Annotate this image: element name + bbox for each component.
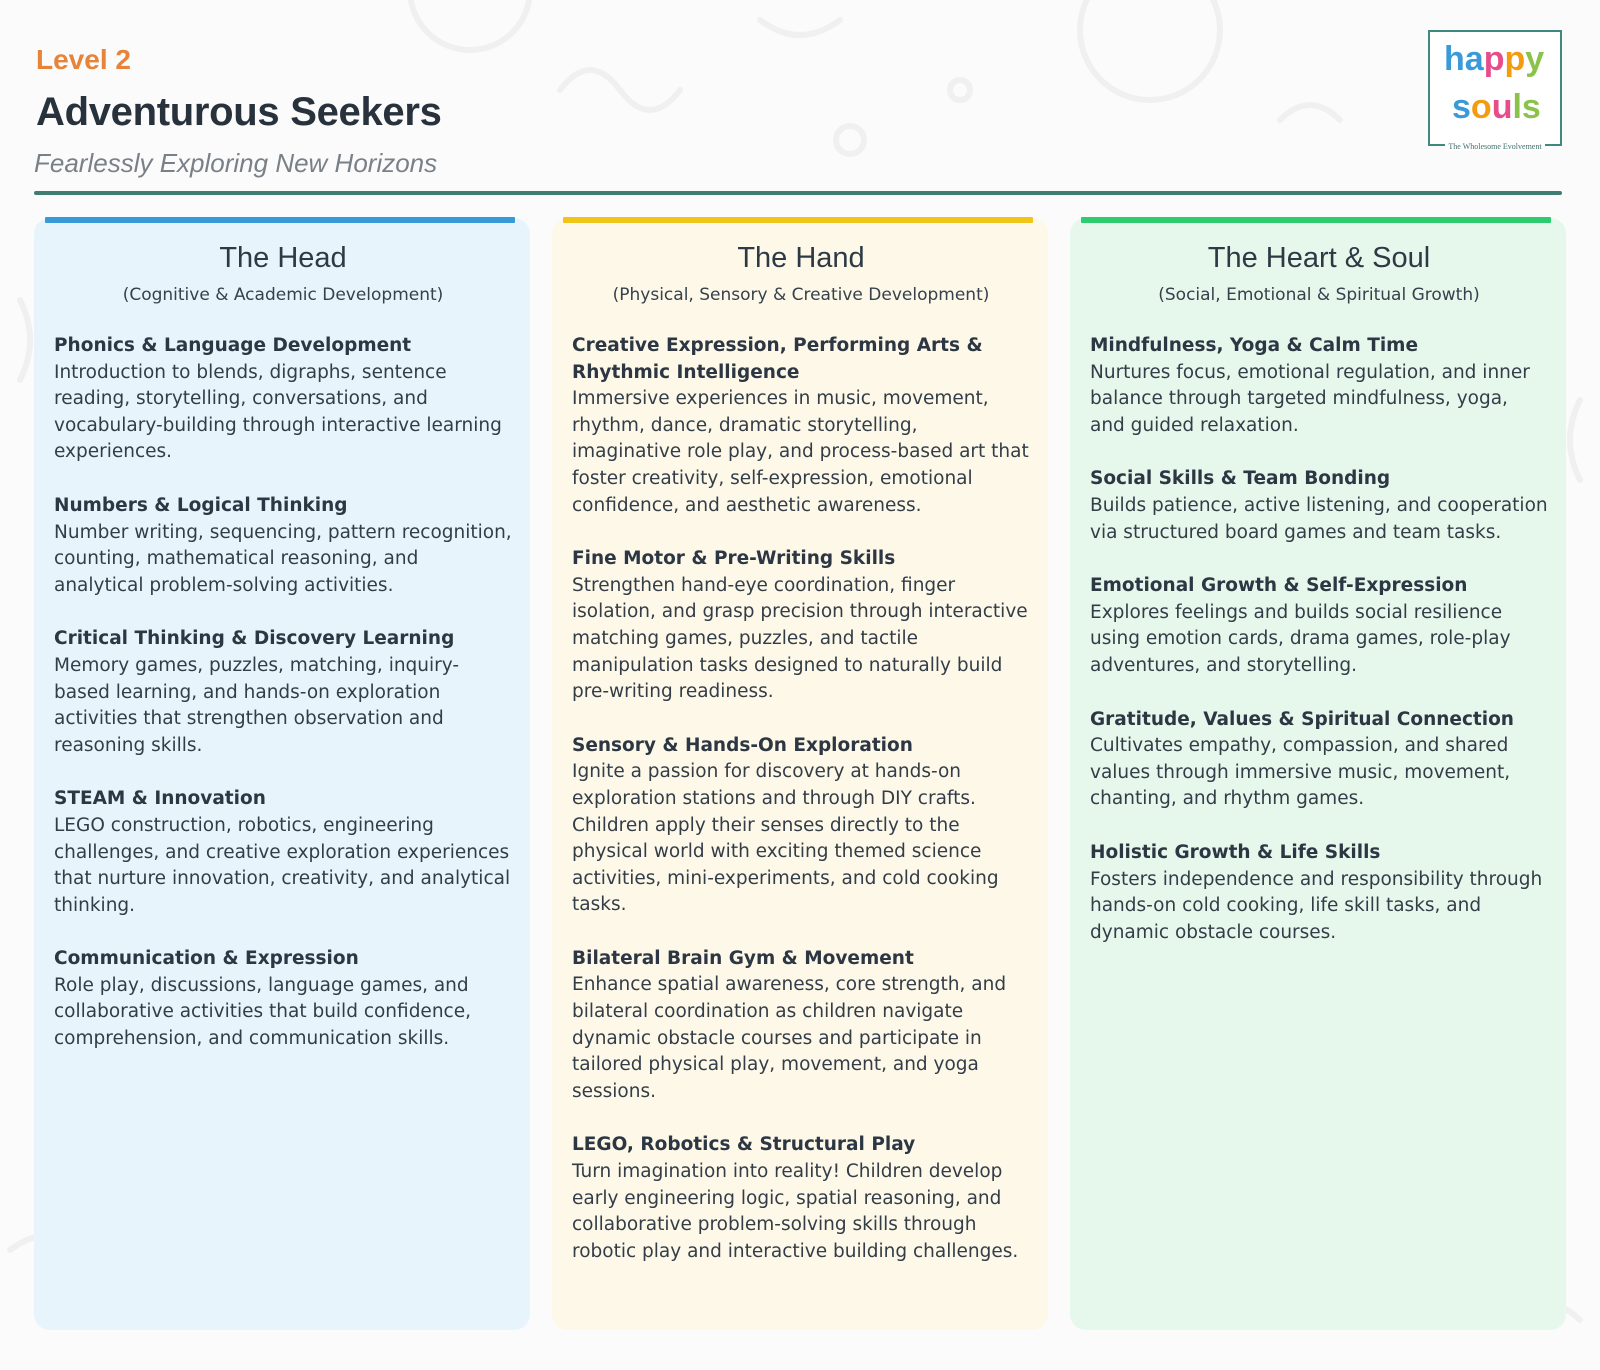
section: Communication & Expression Role play, di…: [54, 946, 512, 1052]
section: Bilateral Brain Gym & Movement Enhance s…: [572, 946, 1030, 1106]
column-title: The Heart & Soul: [1207, 242, 1431, 274]
section: Fine Motor & Pre-Writing Skills Strength…: [572, 546, 1030, 706]
section: Holistic Growth & Life Skills Fosters in…: [1090, 840, 1548, 946]
section: Creative Expression, Performing Arts & R…: [572, 333, 1030, 519]
logo-word-souls: souls: [1452, 88, 1541, 126]
section-body: Memory games, puzzles, matching, inquiry…: [54, 654, 460, 756]
section-body: Enhance spatial awareness, core strength…: [572, 974, 1007, 1102]
section-body: Immersive experiences in music, movement…: [572, 388, 1029, 516]
section-heading: Gratitude, Values & Spiritual Connection: [1090, 708, 1514, 730]
happy-souls-logo: happy souls The Wholesome Evolvement: [1428, 30, 1562, 151]
section: LEGO, Robotics & Structural Play Turn im…: [572, 1132, 1030, 1265]
column-subtitle: (Physical, Sensory & Creative Developmen…: [612, 285, 990, 305]
section-body: Ignite a passion for discovery at hands-…: [572, 761, 999, 916]
section-heading: Numbers & Logical Thinking: [54, 494, 348, 516]
page-header: Level 2 Adventurous Seekers Fearlessly E…: [34, 40, 1566, 200]
column-subtitle: (Cognitive & Academic Development): [122, 285, 444, 305]
column-hand: The Hand (Physical, Sensory & Creative D…: [552, 217, 1048, 1330]
section: Phonics & Language Development Introduct…: [54, 333, 512, 466]
section-body: Fosters independence and responsibility …: [1090, 868, 1543, 943]
section-heading: LEGO, Robotics & Structural Play: [572, 1134, 916, 1156]
section-body: LEGO construction, robotics, engineering…: [54, 814, 511, 916]
section-heading: Fine Motor & Pre-Writing Skills: [572, 548, 896, 570]
column-title: The Head: [219, 242, 347, 274]
column-head: The Head (Cognitive & Academic Developme…: [34, 217, 530, 1330]
section-heading: STEAM & Innovation: [54, 788, 266, 810]
section-heading: Sensory & Hands-On Exploration: [572, 734, 913, 756]
section-heading: Emotional Growth & Self-Expression: [1090, 575, 1468, 597]
page-title: Adventurous Seekers: [36, 90, 442, 134]
section-body: Introduction to blends, digraphs, senten…: [54, 361, 502, 463]
section-body: Role play, discussions, language games, …: [54, 974, 471, 1050]
section: Mindfulness, Yoga & Calm Time Nurtures f…: [1090, 333, 1548, 439]
section-body: Explores feelings and builds social resi…: [1090, 601, 1511, 676]
column-title: The Hand: [737, 242, 865, 274]
section-body: Number writing, sequencing, pattern reco…: [54, 521, 512, 596]
section-heading: Holistic Growth & Life Skills: [1090, 841, 1381, 863]
section-body: Turn imagination into reality! Children …: [572, 1161, 1019, 1262]
section: Sensory & Hands-On Exploration Ignite a …: [572, 733, 1030, 919]
section-heading: Critical Thinking & Discovery Learning: [54, 628, 455, 650]
section: Numbers & Logical Thinking Number writin…: [54, 493, 512, 599]
section-heading: Communication & Expression: [54, 948, 359, 970]
column-head-accent-bar: [45, 217, 515, 223]
column-subtitle: (Social, Emotional & Spiritual Growth): [1158, 285, 1480, 305]
section-body: Builds patience, active listening, and c…: [1090, 494, 1548, 543]
logo-tagline: The Wholesome Evolvement: [1430, 142, 1560, 151]
section-body: Nurtures focus, emotional regulation, an…: [1090, 361, 1530, 436]
logo-word-happy: happy: [1444, 40, 1545, 78]
level-label: Level 2: [36, 44, 131, 75]
section: Social Skills & Team Bonding Builds pati…: [1090, 466, 1548, 546]
section: STEAM & Innovation LEGO construction, ro…: [54, 786, 512, 919]
header-divider: [34, 191, 1562, 195]
section-body: Cultivates empathy, compassion, and shar…: [1090, 735, 1511, 810]
section: Critical Thinking & Discovery Learning M…: [54, 626, 512, 759]
section-heading: Bilateral Brain Gym & Movement: [572, 947, 914, 969]
section-heading: Mindfulness, Yoga & Calm Time: [1090, 335, 1418, 356]
page-subtitle: Fearlessly Exploring New Horizons: [34, 148, 438, 178]
column-heart-accent-bar: [1081, 217, 1551, 223]
section-body: Strengthen hand-eye coordination, finger…: [572, 574, 1028, 703]
section-heading: Social Skills & Team Bonding: [1090, 468, 1391, 490]
column-heart-soul: The Heart & Soul (Social, Emotional & Sp…: [1070, 217, 1566, 1330]
column-hand-accent-bar: [563, 217, 1033, 223]
section: Gratitude, Values & Spiritual Connection…: [1090, 707, 1548, 813]
section-heading: Phonics & Language Development: [54, 335, 412, 356]
section: Emotional Growth & Self-Expression Explo…: [1090, 573, 1548, 679]
section-heading: Creative Expression, Performing Arts & R…: [572, 335, 983, 383]
